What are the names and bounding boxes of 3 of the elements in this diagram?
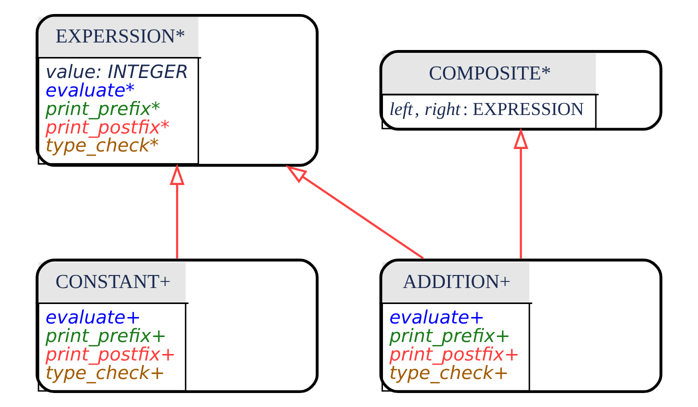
arrow [286, 165, 424, 260]
arrow [170, 164, 185, 258]
arrow [513, 128, 528, 258]
